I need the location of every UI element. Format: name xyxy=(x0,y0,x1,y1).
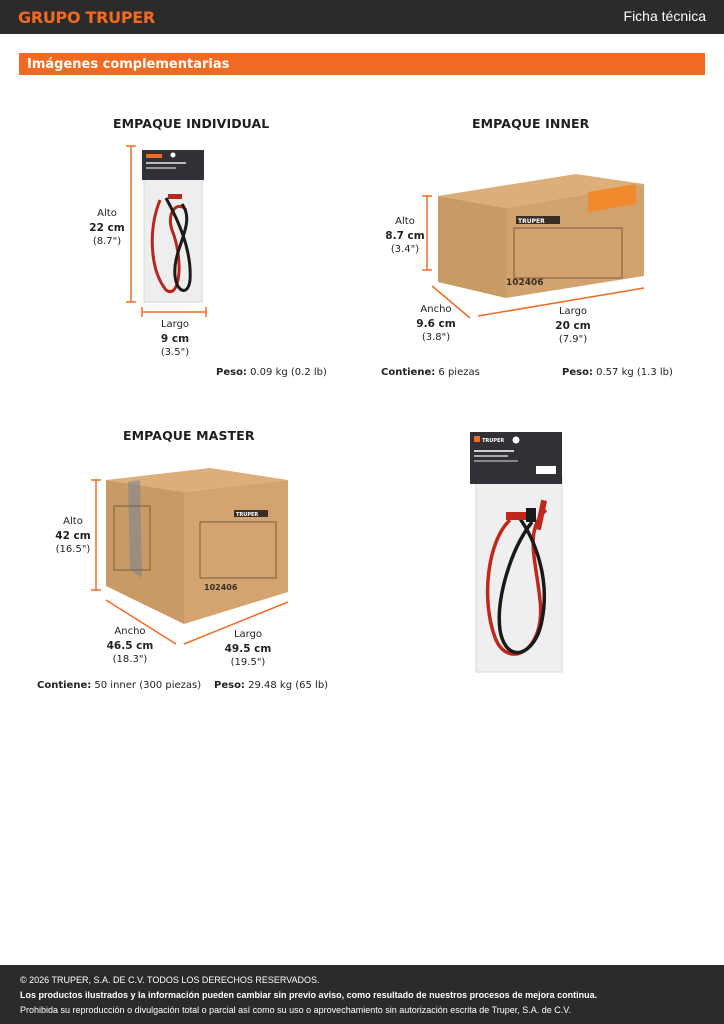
dim-metric: 8.7 cm xyxy=(385,230,425,242)
dim-name: Largo xyxy=(558,306,588,317)
contents-label: Contiene: xyxy=(381,367,436,378)
dim-name: Ancho xyxy=(114,626,146,637)
section-header: Imágenes complementarias xyxy=(19,53,705,75)
document-type: Ficha técnica xyxy=(623,8,706,24)
dim-imperial: (3.8") xyxy=(421,332,451,343)
dim-imperial: (8.7") xyxy=(92,236,122,247)
inner-contents: Contiene: 6 piezas xyxy=(381,367,480,378)
dim-metric: 46.5 cm xyxy=(106,640,154,652)
inner-title: EMPAQUE INNER xyxy=(472,116,590,131)
dim-imperial: (3.4") xyxy=(390,244,420,255)
product-brand: TRUPER xyxy=(482,438,504,444)
footer-rights: Prohibida su reproducción o divulgación … xyxy=(20,1005,571,1015)
top-bar: GRUPO TRUPER Ficha técnica xyxy=(0,0,724,34)
dim-name: Alto xyxy=(63,516,83,527)
dim-name: Alto xyxy=(97,208,117,219)
individual-height-label: Alto 22 cm (8.7") xyxy=(82,207,132,249)
inner-height-label: Alto 8.7 cm (3.4") xyxy=(380,215,430,257)
weight-label: Peso: xyxy=(214,680,245,691)
inner-length-label: Largo 20 cm (7.9") xyxy=(548,305,598,347)
contents-value: 50 inner (300 piezas) xyxy=(94,680,202,691)
master-contents: Contiene: 50 inner (300 piezas) xyxy=(37,680,201,691)
inner-box-code: 102406 xyxy=(506,278,544,288)
master-width-label: Ancho 46.5 cm (18.3") xyxy=(100,625,160,667)
inner-box-brand: TRUPER xyxy=(518,218,545,225)
dim-metric: 22 cm xyxy=(89,222,125,234)
weight-label: Peso: xyxy=(216,367,247,378)
master-length-label: Largo 49.5 cm (19.5") xyxy=(218,628,278,670)
contents-value: 6 piezas xyxy=(438,367,480,378)
individual-length-label: Largo 9 cm (3.5") xyxy=(150,318,200,360)
inner-weight: Peso: 0.57 kg (1.3 lb) xyxy=(562,367,673,378)
dim-metric: 49.5 cm xyxy=(224,643,272,655)
dim-metric: 20 cm xyxy=(555,320,591,332)
master-box-image: TRUPER 102406 xyxy=(91,468,289,645)
dim-name: Largo xyxy=(233,629,263,640)
dim-metric: 9 cm xyxy=(160,333,190,345)
dim-name: Largo xyxy=(160,319,190,330)
weight-value: 0.09 kg (0.2 lb) xyxy=(250,367,327,378)
contents-label: Contiene: xyxy=(37,680,92,691)
dim-metric: 9.6 cm xyxy=(416,318,456,330)
brand-logo: GRUPO TRUPER xyxy=(18,8,155,27)
master-weight: Peso: 29.48 kg (65 lb) xyxy=(214,680,328,691)
individual-package-image xyxy=(126,145,207,317)
inner-width-label: Ancho 9.6 cm (3.8") xyxy=(410,303,462,345)
product-package-image: TRUPER xyxy=(470,432,563,673)
footer-copyright: © 2026 TRUPER, S.A. DE C.V. TODOS LOS DE… xyxy=(20,975,320,985)
weight-label: Peso: xyxy=(562,367,593,378)
inner-box-image: 102406 TRUPER xyxy=(422,174,645,319)
dim-imperial: (7.9") xyxy=(558,334,588,345)
footer: © 2026 TRUPER, S.A. DE C.V. TODOS LOS DE… xyxy=(0,965,724,1024)
master-box-code: 102406 xyxy=(204,583,238,592)
dim-name: Alto xyxy=(395,216,415,227)
weight-value: 0.57 kg (1.3 lb) xyxy=(596,367,673,378)
individual-weight: Peso: 0.09 kg (0.2 lb) xyxy=(216,367,327,378)
dim-imperial: (3.5") xyxy=(160,347,190,358)
footer-notice: Los productos ilustrados y la informació… xyxy=(20,990,598,1000)
dim-metric: 42 cm xyxy=(55,530,91,542)
master-height-label: Alto 42 cm (16.5") xyxy=(48,515,98,557)
section-title: Imágenes complementarias xyxy=(27,57,230,72)
dim-name: Ancho xyxy=(420,304,452,315)
individual-title: EMPAQUE INDIVIDUAL xyxy=(113,116,270,131)
dim-imperial: (16.5") xyxy=(55,544,91,555)
master-box-brand: TRUPER xyxy=(236,512,258,518)
weight-value: 29.48 kg (65 lb) xyxy=(248,680,329,691)
dim-imperial: (19.5") xyxy=(230,657,266,668)
dim-imperial: (18.3") xyxy=(112,654,148,665)
master-title: EMPAQUE MASTER xyxy=(123,428,255,443)
